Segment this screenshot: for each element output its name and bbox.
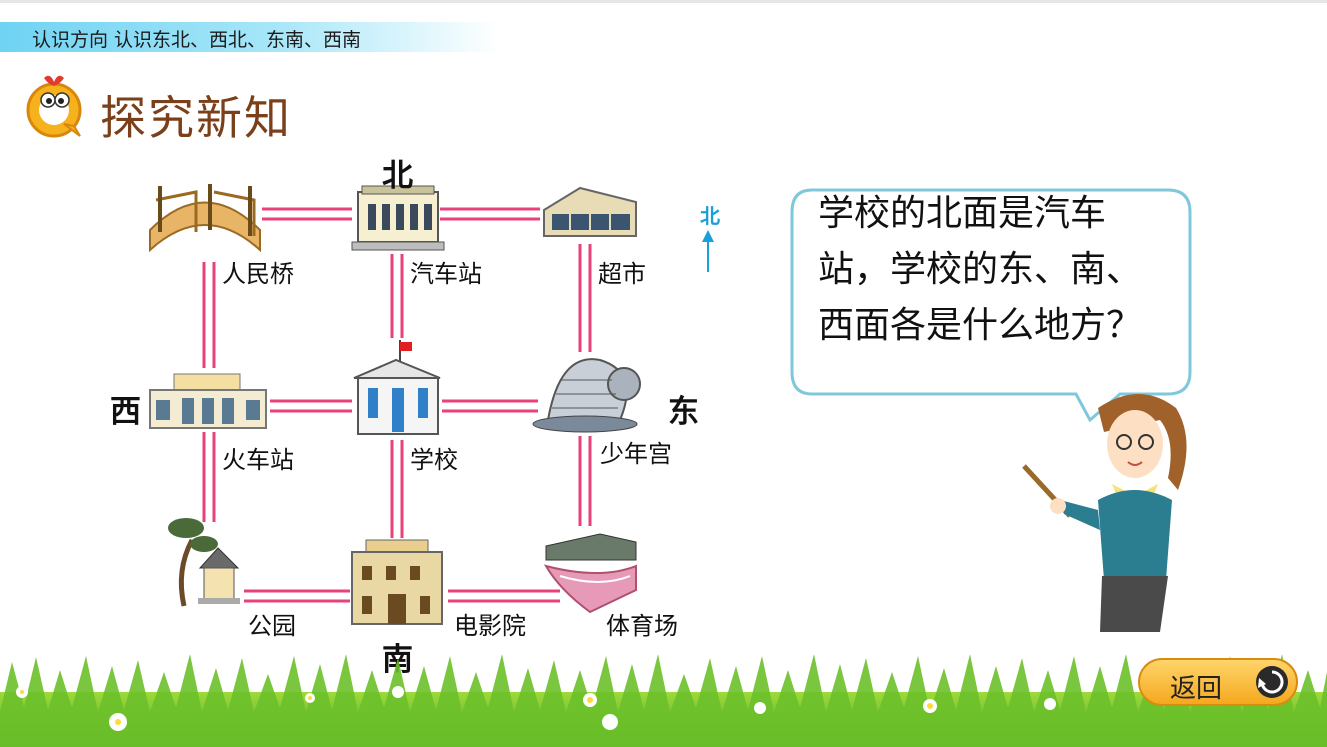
- place-label-stadium: 体育场: [606, 612, 678, 640]
- place-label-youth-palace: 少年宫: [600, 440, 672, 468]
- direction-east: 东: [668, 394, 699, 430]
- place-label-cinema: 电影院: [454, 612, 526, 640]
- school-icon: [353, 340, 441, 435]
- top-divider: [0, 0, 1327, 3]
- north-arrow-icon: [702, 230, 714, 272]
- compass-label: 北: [700, 204, 720, 228]
- teacher-figure: [1022, 394, 1187, 632]
- place-label-supermarket: 超市: [598, 260, 646, 288]
- supermarket-icon: [543, 186, 637, 237]
- back-button-label: 返回: [1170, 674, 1223, 704]
- breadcrumb: 认识方向 认识东北、西北、东南、西南: [32, 29, 362, 51]
- section-title: 探究新知: [100, 91, 292, 145]
- back-button[interactable]: 返回: [1138, 658, 1298, 706]
- bubble-text: 学校的北面是汽车站，学校的东、南、西面各是什么地方？: [818, 193, 1143, 346]
- place-label-school: 学校: [410, 446, 458, 474]
- logo-icon: [26, 75, 82, 138]
- cinema-icon: [351, 539, 443, 625]
- place-label-park: 公园: [248, 612, 296, 640]
- place-label-train-station: 火车站: [222, 446, 294, 474]
- place-label-bus-station: 汽车站: [410, 260, 482, 288]
- direction-west: 西: [110, 394, 141, 430]
- place-label-bridge: 人民桥: [222, 260, 294, 288]
- park-icon: [168, 518, 240, 607]
- train-station-icon: [149, 373, 267, 429]
- roads: [202, 207, 592, 603]
- grass-decoration: [0, 654, 1327, 747]
- bridge-icon: [149, 184, 261, 253]
- bus-station-icon: [351, 185, 445, 251]
- stadium-icon: [543, 533, 637, 614]
- header-bar: [0, 22, 500, 52]
- youth-palace-icon: [532, 358, 641, 433]
- return-icon: [1256, 666, 1288, 698]
- direction-north: 北: [382, 158, 413, 194]
